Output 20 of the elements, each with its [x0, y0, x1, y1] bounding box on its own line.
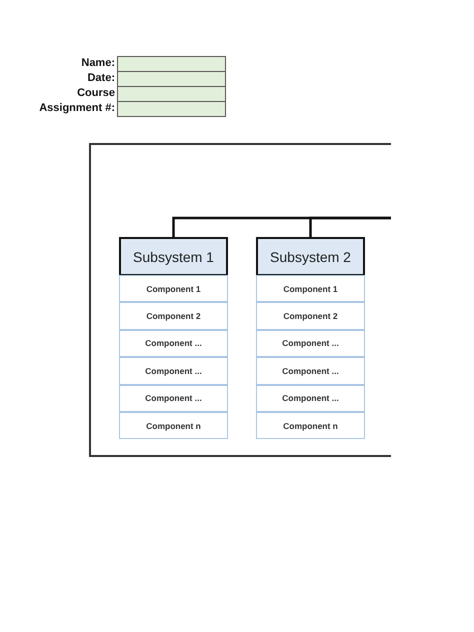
- component-box: Component ...: [256, 330, 365, 358]
- field-label: Course: [77, 87, 115, 99]
- field-label: Assignment #:: [39, 102, 115, 114]
- component-box: Component ...: [119, 384, 228, 412]
- component-box: Component ...: [119, 357, 228, 385]
- component-box: Component ...: [119, 330, 228, 358]
- component-box: Component ...: [256, 384, 365, 412]
- component-box: Component 2: [256, 302, 365, 330]
- field-label: Name:: [81, 57, 115, 69]
- component-box: Component 2: [119, 302, 228, 330]
- component-box: Component n: [119, 412, 228, 440]
- frame-border: [89, 143, 391, 457]
- connector-line: [309, 216, 391, 237]
- component-box: Component 1: [119, 275, 228, 302]
- component-box: Component n: [256, 412, 365, 440]
- component-box: Component ...: [256, 357, 365, 385]
- subsystem-box: Subsystem 1: [119, 237, 228, 276]
- component-box: Component 1: [256, 275, 365, 302]
- subsystem-box: Subsystem 2: [256, 237, 365, 276]
- field-label: Date:: [87, 72, 115, 84]
